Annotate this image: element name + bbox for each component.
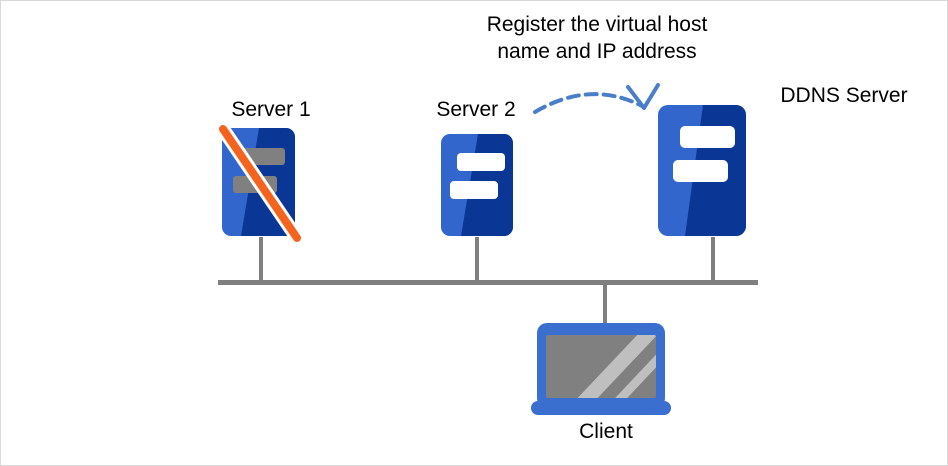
node-label-ddns-server: DDNS Server [780, 84, 908, 107]
registration-arrow [533, 83, 660, 114]
annotation-line-1: Register the virtual host [486, 13, 708, 36]
server-icon-ddns [658, 105, 746, 236]
server-disabled-icon [216, 122, 304, 245]
server-icon-server-2 [441, 134, 513, 236]
node-label-client: Client [579, 420, 633, 443]
annotation-text: Register the virtual host name and IP add… [471, 11, 723, 65]
laptop-icon [531, 323, 671, 415]
node-label-server-1: Server 1 [231, 98, 311, 121]
node-label-server-2: Server 2 [436, 98, 516, 121]
annotation-line-2: name and IP address [497, 40, 697, 63]
